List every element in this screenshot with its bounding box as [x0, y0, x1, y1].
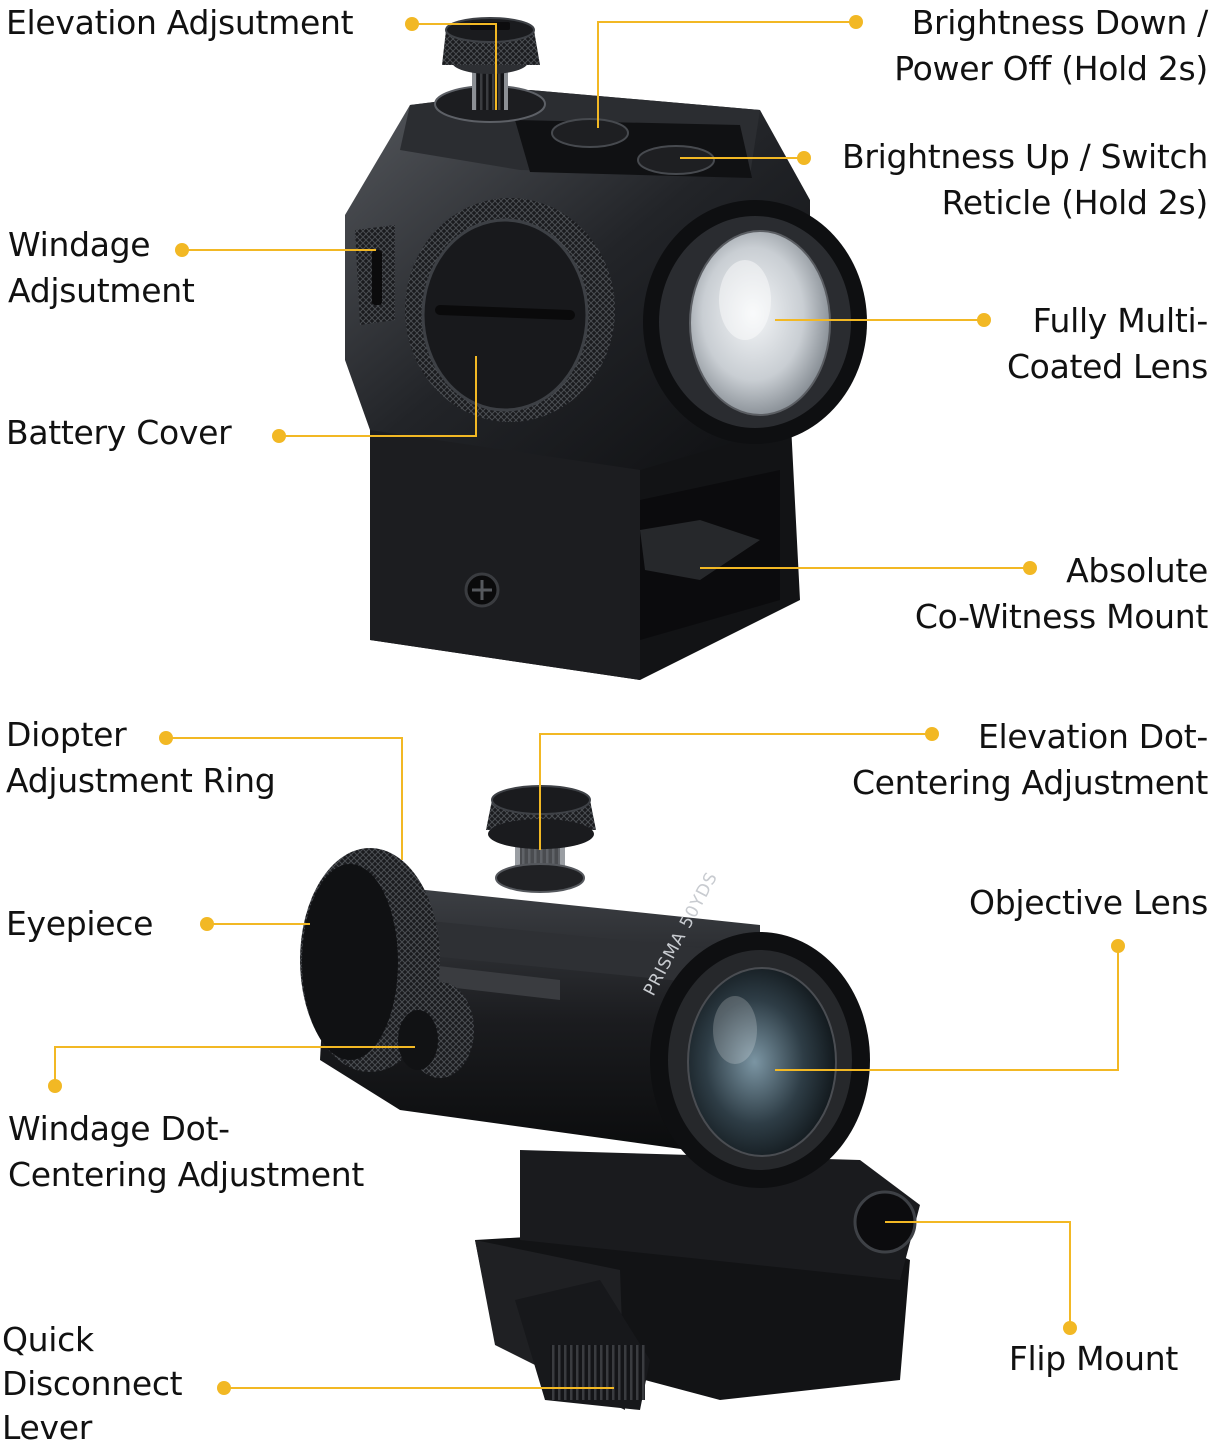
label-line: Centering Adjustment [851, 763, 1208, 802]
label-objective-lens: Objective Lens [969, 880, 1208, 926]
label-elevation-dot-centering: Elevation Dot- Centering Adjustment [852, 714, 1208, 806]
eyepiece [302, 864, 398, 1060]
label-line: Diopter [6, 715, 127, 754]
label-eyepiece: Eyepiece [6, 901, 153, 947]
label-line: Adjustment Ring [6, 761, 276, 800]
label-fully-multi-coated-lens: Fully Multi- Coated Lens [1007, 298, 1208, 390]
label-line: Reticle (Hold 2s) [941, 183, 1209, 222]
label-line: Coated Lens [1006, 347, 1208, 386]
label-line: Flip Mount [1008, 1339, 1178, 1378]
label-line: Battery Cover [6, 413, 232, 452]
callout-leaders [54, 21, 1119, 1389]
label-flip-mount: Flip Mount [1009, 1336, 1178, 1382]
label-line: Lever [2, 1408, 93, 1447]
label-line: Objective Lens [969, 883, 1208, 922]
label-line: Disconnect [2, 1364, 183, 1403]
label-line: Power Off (Hold 2s) [894, 49, 1208, 88]
label-line: Fully Multi- [1032, 301, 1209, 340]
label-line: Quick [2, 1320, 94, 1359]
label-line: Brightness Down / [911, 3, 1209, 42]
label-line: Elevation Adjsutment [6, 3, 354, 42]
label-battery-cover: Battery Cover [6, 410, 232, 456]
label-line: Elevation Dot- [977, 717, 1208, 756]
magnifier [300, 785, 920, 1410]
label-elevation-adjustment: Elevation Adjsutment [6, 0, 354, 46]
label-line: Windage Dot- [8, 1109, 230, 1148]
label-line: Eyepiece [6, 904, 154, 943]
brightness-down-button [551, 118, 629, 148]
callout-dots [48, 15, 1125, 1395]
label-windage-dot-centering: Windage Dot- Centering Adjustment [8, 1106, 364, 1198]
label-brightness-down: Brightness Down / Power Off (Hold 2s) [894, 0, 1208, 92]
fully-multi-coated-lens-glass [689, 230, 831, 416]
label-line: Absolute [1066, 551, 1208, 590]
brightness-up-button [637, 145, 715, 175]
label-line: Brightness Up / Switch [842, 137, 1208, 176]
label-line: Windage [8, 225, 151, 264]
objective-lens-glass [687, 967, 837, 1157]
red-dot-sight [345, 17, 867, 680]
label-line: Adjsutment [8, 271, 195, 310]
label-line: Centering Adjustment [8, 1155, 365, 1194]
label-line: Co-Witness Mount [914, 597, 1208, 636]
button-panel [515, 120, 752, 178]
